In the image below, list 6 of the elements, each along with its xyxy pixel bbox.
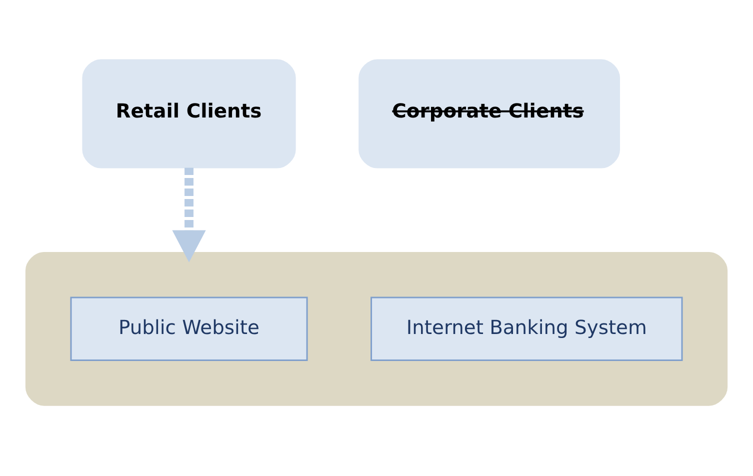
node-box: Internet Banking System [370,296,683,360]
arrow [172,167,206,262]
node-box: Retail Clients [82,58,296,168]
node-box: Corporate Clients [358,58,620,168]
cluster [25,251,728,406]
node-box: Public Website [70,296,308,360]
